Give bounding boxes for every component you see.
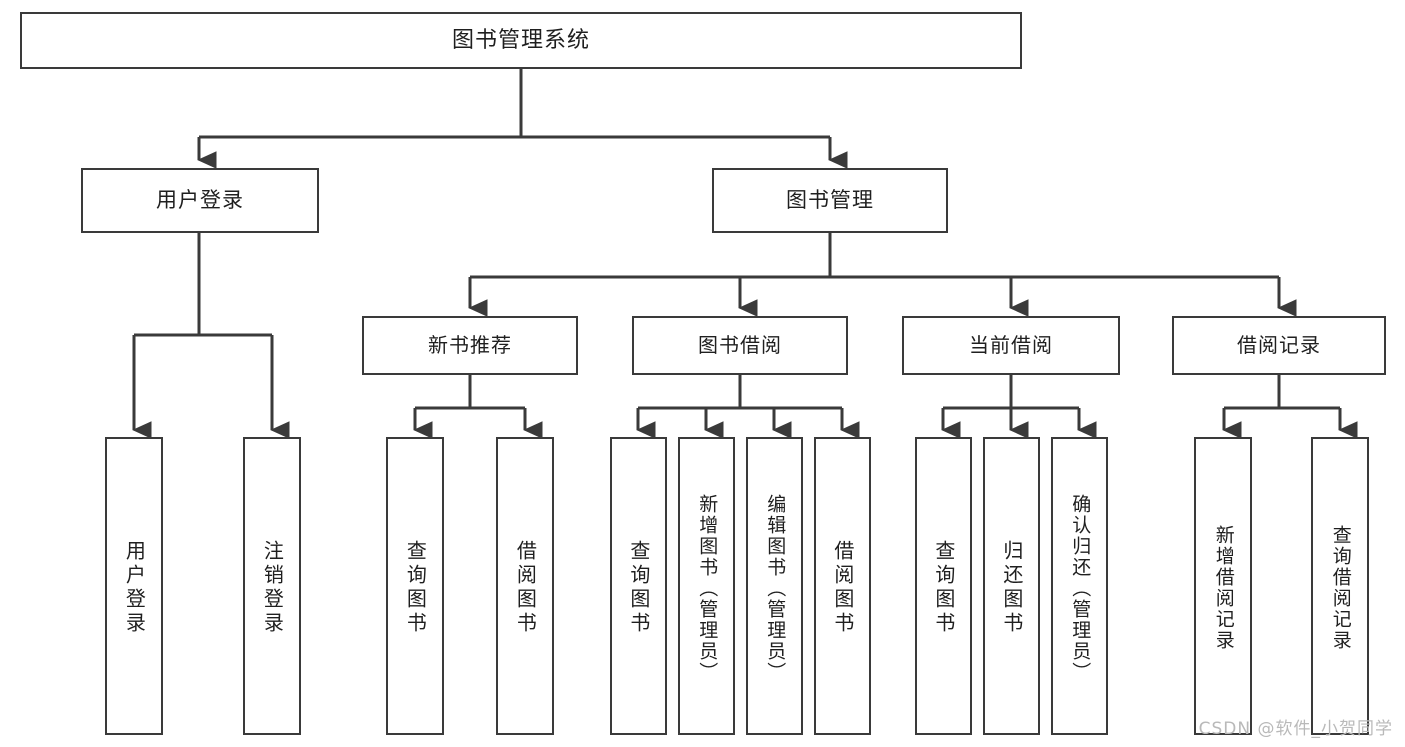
leaf-query-book-recommend[interactable]: 查询图书	[386, 437, 444, 735]
leaf-label: 新增借阅记录	[1212, 525, 1235, 651]
node-label: 图书管理	[786, 188, 874, 213]
leaf-label: 归还图书	[999, 540, 1024, 636]
node-book-manage[interactable]: 图书管理	[712, 168, 948, 233]
node-label: 新书推荐	[428, 332, 512, 357]
node-label: 图书借阅	[698, 332, 782, 357]
leaf-edit-book-admin[interactable]: 编辑图书（管理员）	[746, 437, 803, 735]
leaf-label: 注销登录	[260, 540, 285, 636]
leaf-label: 查询借阅记录	[1329, 525, 1352, 651]
leaf-add-borrow-record[interactable]: 新增借阅记录	[1194, 437, 1252, 735]
leaf-query-book-borrow[interactable]: 查询图书	[610, 437, 667, 735]
node-label: 当前借阅	[969, 332, 1053, 357]
node-label: 用户登录	[156, 188, 244, 213]
node-label: 借阅记录	[1237, 332, 1321, 357]
leaf-return-book[interactable]: 归还图书	[983, 437, 1040, 735]
leaf-label: 查询图书	[626, 540, 651, 636]
leaf-query-borrow-record[interactable]: 查询借阅记录	[1311, 437, 1369, 735]
node-current-borrow[interactable]: 当前借阅	[902, 316, 1120, 375]
leaf-borrow-book-recommend[interactable]: 借阅图书	[496, 437, 554, 735]
leaf-label: 借阅图书	[513, 540, 538, 636]
node-label: 图书管理系统	[451, 27, 590, 53]
leaf-label: 用户登录	[122, 540, 147, 636]
node-user-login[interactable]: 用户登录	[81, 168, 319, 233]
leaf-label: 查询图书	[931, 540, 956, 636]
leaf-logout-login[interactable]: 注销登录	[243, 437, 301, 735]
leaf-user-login[interactable]: 用户登录	[105, 437, 163, 735]
node-book-borrow[interactable]: 图书借阅	[632, 316, 848, 375]
leaf-label: 查询图书	[403, 540, 428, 636]
csdn-watermark: CSDN @软件_小贺同学	[1198, 719, 1393, 739]
leaf-label: 借阅图书	[830, 540, 855, 636]
leaf-borrow-book[interactable]: 借阅图书	[814, 437, 871, 735]
leaf-label: 编辑图书（管理员）	[764, 493, 787, 683]
node-root-system[interactable]: 图书管理系统	[20, 12, 1022, 69]
leaf-label: 确认归还（管理员）	[1069, 493, 1092, 683]
leaf-label: 新增图书（管理员）	[696, 493, 719, 683]
node-borrow-record[interactable]: 借阅记录	[1172, 316, 1386, 375]
leaf-add-book-admin[interactable]: 新增图书（管理员）	[678, 437, 735, 735]
leaf-confirm-return-admin[interactable]: 确认归还（管理员）	[1051, 437, 1108, 735]
node-new-book-recommend[interactable]: 新书推荐	[362, 316, 578, 375]
leaf-query-book-current[interactable]: 查询图书	[915, 437, 972, 735]
